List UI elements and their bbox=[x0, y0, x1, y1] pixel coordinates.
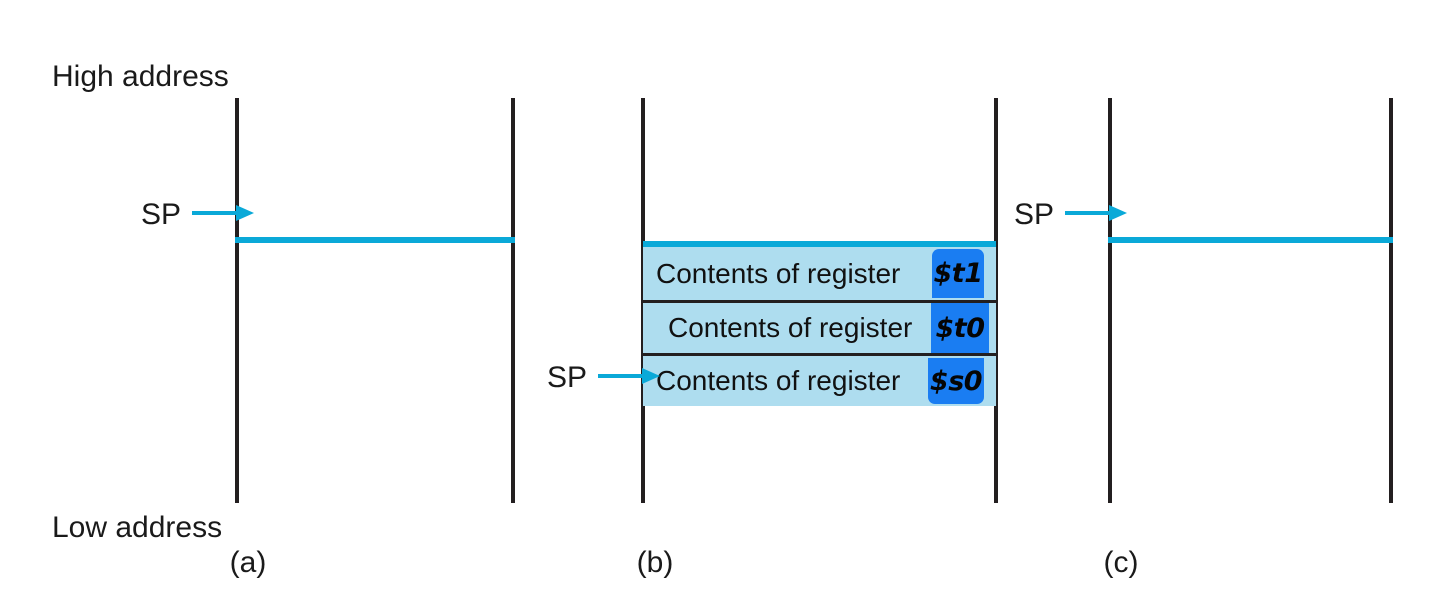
stack-row-label: Contents of register bbox=[656, 257, 901, 289]
stack-pointer-marker-b: SP bbox=[547, 361, 661, 394]
arrow-right-icon bbox=[192, 204, 255, 227]
arrow-right-icon bbox=[1065, 204, 1128, 227]
arrow-right-icon bbox=[598, 367, 661, 390]
stack-right-edge-a bbox=[511, 98, 515, 503]
stack-row: Contents of register $s0 bbox=[643, 353, 996, 406]
stack-pointer-marker-c: SP bbox=[1014, 198, 1128, 231]
stack-right-edge-b bbox=[994, 98, 998, 503]
sp-label-c: SP bbox=[1014, 198, 1055, 231]
panel-caption-b: (b) bbox=[636, 546, 674, 579]
panel-caption-a: (a) bbox=[229, 546, 267, 579]
register-tag: $s0 bbox=[928, 358, 984, 404]
register-tag: $t1 bbox=[932, 249, 984, 298]
stack-row: Contents of register $t0 bbox=[643, 300, 996, 353]
stack-pointer-line-a bbox=[235, 237, 515, 243]
sp-label-b: SP bbox=[547, 361, 588, 394]
stack-left-edge-c bbox=[1108, 98, 1112, 503]
stack-row-label: Contents of register bbox=[656, 365, 901, 396]
stack-contents-b: Contents of register $t1 Contents of reg… bbox=[643, 241, 996, 406]
stack-right-edge-c bbox=[1389, 98, 1393, 503]
stack-left-edge-a bbox=[235, 98, 239, 503]
stack-pointer-marker-a: SP bbox=[141, 198, 255, 231]
high-address-label: High address bbox=[52, 60, 229, 93]
panel-caption-c: (c) bbox=[1103, 546, 1139, 579]
stack-row: Contents of register $t1 bbox=[643, 247, 996, 300]
register-tag: $t0 bbox=[931, 303, 989, 353]
sp-label-a: SP bbox=[141, 198, 182, 231]
stack-pointer-line-c bbox=[1108, 237, 1393, 243]
low-address-label: Low address bbox=[52, 511, 223, 544]
stack-row-label: Contents of register bbox=[668, 312, 913, 343]
